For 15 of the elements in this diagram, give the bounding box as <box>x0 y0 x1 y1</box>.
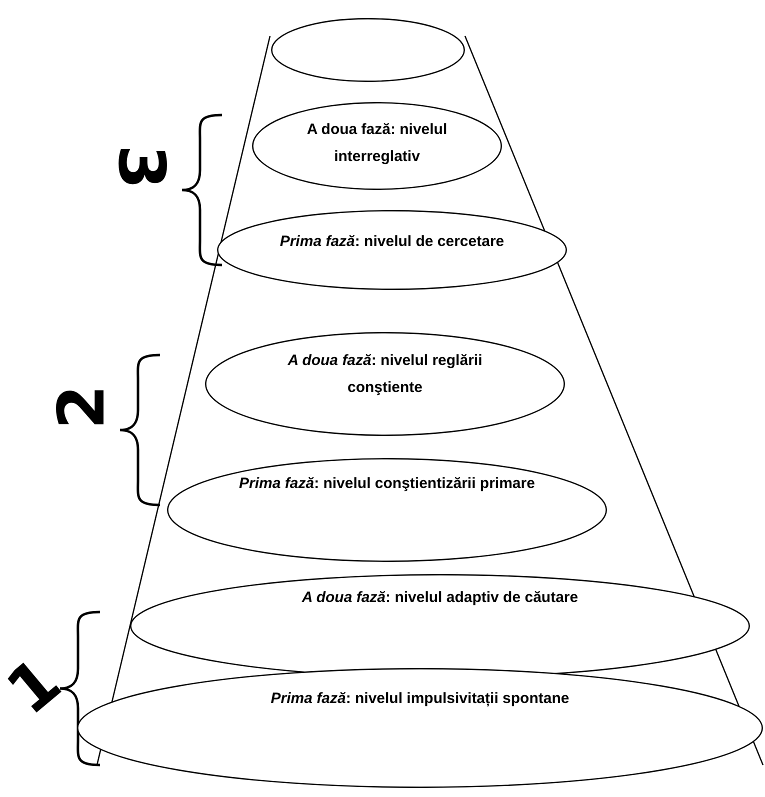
level-ellipse <box>205 332 565 436</box>
level-number: 1 <box>0 648 72 726</box>
level-number: 2 <box>50 384 114 430</box>
phase-label: Prima fază: nivelul conştientizării primare <box>238 474 536 494</box>
phase-label: A doua fază: nivelul interreglativ <box>306 120 448 168</box>
level-number: 3 <box>108 144 172 190</box>
phase-label: Prima fază: nivelul impulsivitații spontane <box>270 688 570 709</box>
ellipse-shape <box>271 18 465 82</box>
level-ellipse <box>167 458 607 562</box>
phase-label: A doua fază: nivelul adaptiv de căutare <box>300 588 580 608</box>
level-ellipse <box>77 668 763 788</box>
phase-label: A doua fază: nivelul reglării conştiente <box>286 350 484 398</box>
level-ellipse <box>217 210 567 290</box>
level-ellipse <box>252 102 502 190</box>
phase-label: Prima fază: nivelul de cercetare <box>278 232 506 252</box>
